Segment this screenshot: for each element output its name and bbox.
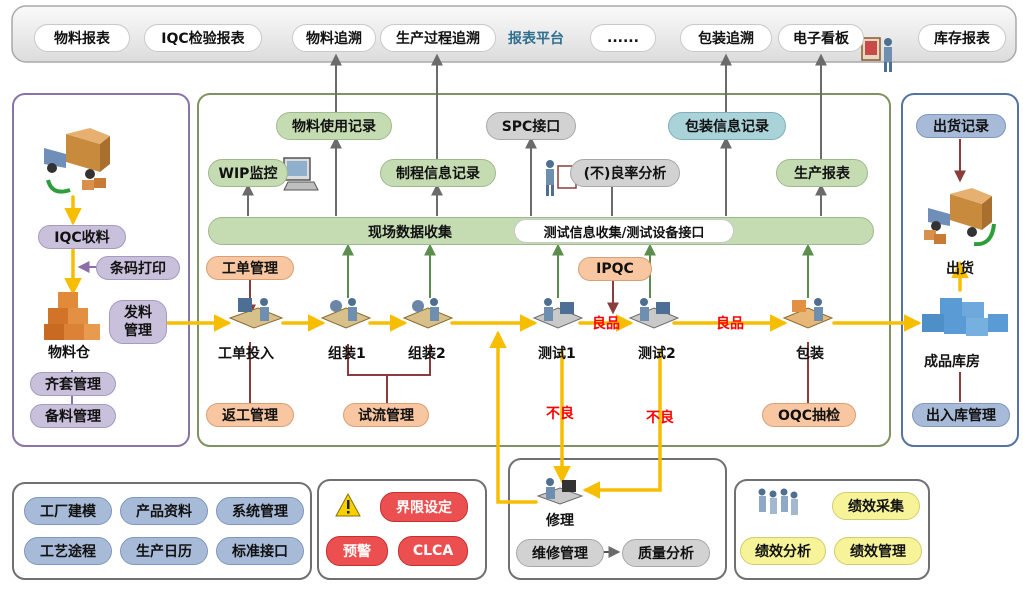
top-item-e-board[interactable]: 电子看板 [778,24,864,52]
rework-management[interactable]: 返工管理 [206,403,294,427]
standard-interface[interactable]: 标准接口 [216,537,304,565]
test-info-collect[interactable]: 测试信息收集/测试设备接口 [514,219,734,243]
station-icon-assembly2 [402,298,454,329]
work-order-management[interactable]: 工单管理 [206,256,294,280]
bad-label-test1: 不良 [546,406,574,422]
station-test2: 测试2 [638,346,676,362]
station-assembly1: 组装1 [328,346,366,362]
station-icon-test1 [532,298,584,329]
shipping-truck-icon [924,188,992,244]
top-item-inventory-report[interactable]: 库存报表 [918,24,1006,52]
station-order-input: 工单投入 [218,346,274,362]
station-packing: 包装 [796,346,824,362]
top-item-packing-trace[interactable]: 包装追溯 [680,24,772,52]
shipping-record[interactable]: 出货记录 [916,114,1006,138]
good-label-pack: 良品 [716,316,744,332]
computer-icon [283,157,319,191]
clca[interactable]: CLCA [398,536,468,566]
top-item-material-report[interactable]: 物料报表 [34,24,130,52]
kiosk-icon [861,37,892,72]
top-report-platform-label: 报表平台 [508,31,564,47]
station-icon-packing [782,298,834,329]
top-item-material-trace[interactable]: 物料追溯 [292,24,376,52]
top-item-process-trace[interactable]: 生产过程追溯 [380,24,496,52]
factory-modeling[interactable]: 工厂建模 [24,497,112,525]
station-assembly2: 组装2 [408,346,446,362]
oqc-sampling[interactable]: OQC抽检 [762,403,856,427]
repair-station-icon [536,478,584,505]
performance-analysis[interactable]: 绩效分析 [740,537,826,565]
wip-monitor[interactable]: WIP监控 [208,159,288,187]
production-panel [197,93,891,447]
process-info-record[interactable]: 制程信息记录 [380,159,496,187]
process-routing[interactable]: 工艺途程 [24,537,112,565]
repair-management[interactable]: 维修管理 [516,539,604,567]
top-item-more[interactable]: ...... [590,24,656,52]
performance-management[interactable]: 绩效管理 [834,537,922,565]
production-report[interactable]: 生产报表 [776,159,868,187]
top-item-iqc-report[interactable]: IQC检验报表 [144,24,262,52]
field-data-collect-label[interactable]: 现场数据收集 [368,225,452,241]
fg-warehouse-label: 成品库房 [924,354,980,370]
material-usage-record[interactable]: 物料使用记录 [276,112,392,140]
truck-icon [44,128,110,190]
ship-label: 出货 [946,261,974,277]
defect-rate-analysis[interactable]: (不)良率分析 [570,159,680,187]
production-calendar[interactable]: 生产日历 [120,537,208,565]
box-stack-icon [44,292,100,340]
early-warning[interactable]: 预警 [326,536,388,566]
limit-setting[interactable]: 界限设定 [380,492,468,522]
warehouse-cubes-icon [922,298,1008,336]
system-management[interactable]: 系统管理 [216,497,304,525]
pilot-run-management[interactable]: 试流管理 [343,403,429,427]
material-warehouse-label: 物料仓 [48,345,90,361]
material-issue[interactable]: 发料 管理 [109,300,167,344]
station-icon-test2 [628,298,680,329]
barcode-print[interactable]: 条码打印 [96,256,180,280]
spc-interface[interactable]: SPC接口 [486,112,576,140]
performance-collect[interactable]: 绩效采集 [832,492,920,520]
product-data[interactable]: 产品资料 [120,497,208,525]
quality-analysis[interactable]: 质量分析 [622,539,710,567]
station-icon-order-input [228,298,284,329]
people-group-icon [758,488,798,515]
ipqc[interactable]: IPQC [578,257,652,281]
material-prep[interactable]: 备料管理 [30,404,116,428]
good-label-test: 良品 [592,316,620,332]
station-icon-assembly1 [320,298,372,329]
iqc-receive[interactable]: IQC收料 [38,225,126,249]
bad-label-test2: 不良 [646,410,674,426]
station-test1: 测试1 [538,346,576,362]
inout-management[interactable]: 出入库管理 [912,403,1010,427]
warning-icon [335,492,361,517]
repair-label: 修理 [546,513,574,529]
kitting-management[interactable]: 齐套管理 [30,372,116,396]
packing-info-record[interactable]: 包装信息记录 [668,112,786,140]
